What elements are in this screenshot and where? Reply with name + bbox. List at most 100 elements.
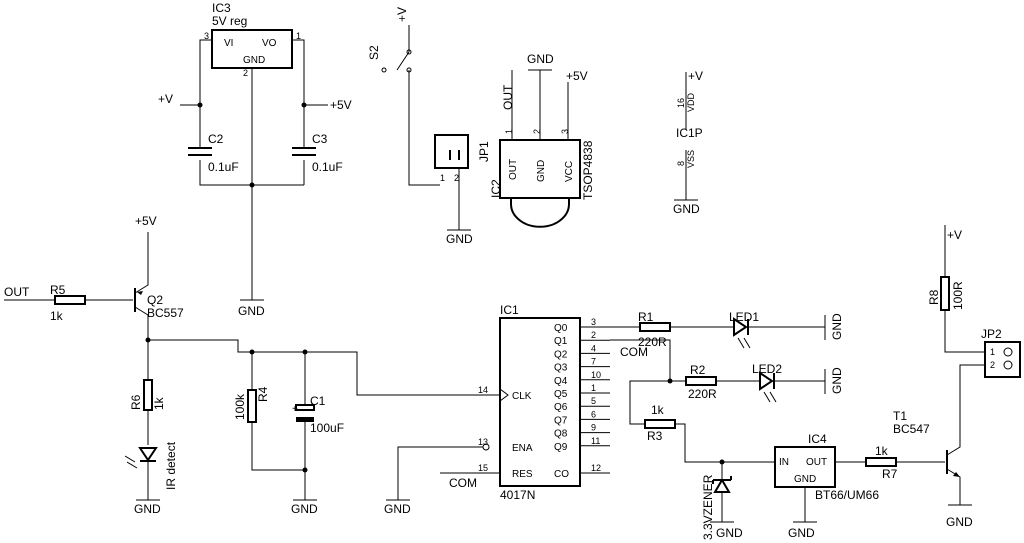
resistor-r6: R6 1k xyxy=(129,379,166,411)
resistor-r8: R8 100R xyxy=(927,276,965,311)
led2-ref: LED2 xyxy=(752,362,782,376)
ic1-ref: IC1 xyxy=(500,303,519,317)
ic1-pin-q0-label: Q0 xyxy=(554,323,568,334)
gnd-label-ic4: GND xyxy=(788,526,815,540)
resistor-r7: 1k R7 xyxy=(865,444,898,481)
gnd-label-led2: GND xyxy=(830,367,844,394)
r8-value: 100R xyxy=(951,281,965,310)
ir-detect-led: IR detect xyxy=(124,441,178,490)
ic1p-ref: IC1P xyxy=(676,126,703,140)
ic3-pin-gnd: GND xyxy=(243,55,265,66)
gnd-label-zener: GND xyxy=(716,526,743,540)
ic4-pin-gnd: GND xyxy=(794,474,816,485)
ic1-pin-co-label: CO xyxy=(554,469,569,480)
ic1-pin-q6-label: Q6 xyxy=(554,402,568,413)
ic4-pin-out: OUT xyxy=(806,457,827,468)
led2: LED2 xyxy=(752,362,782,403)
gnd-label-t1: GND xyxy=(946,515,973,529)
t1-ref: T1 xyxy=(893,409,907,423)
ic1-pin-q4-number: 10 xyxy=(591,370,601,380)
ic2-pin-gnd: GND xyxy=(536,160,547,182)
ic2-top-5v: +5V xyxy=(566,69,588,83)
capacitor-c1: + C1 100uF xyxy=(292,352,344,501)
ic2-out-net: OUT xyxy=(501,84,515,110)
r3-ref: R3 xyxy=(647,429,663,443)
c2-ref: C2 xyxy=(208,132,224,146)
jp1-ref: JP1 xyxy=(477,141,491,162)
res-com-net: COM xyxy=(449,476,477,490)
r7-value: 1k xyxy=(875,444,889,458)
r2-value: 220R xyxy=(688,387,717,401)
connector-jp2: 1 2 JP2 xyxy=(981,327,1021,378)
ic4-ref: IC4 xyxy=(808,432,827,446)
ic1p-power: +V 16 VDD IC1P 8 VSS GND xyxy=(673,69,703,216)
ic1-pin-res-number: 15 xyxy=(478,463,488,473)
ic4-pin-in: IN xyxy=(779,457,789,468)
c1-value: 100uF xyxy=(310,421,344,435)
t1-value: BC547 xyxy=(893,422,930,436)
ic1-pin-q2-label: Q2 xyxy=(554,349,568,360)
transistor-q2: Q2 BC557 xyxy=(134,232,184,340)
zener-label: 3.3VZENER xyxy=(701,474,715,540)
ic1-4017n: IC1 4017N Q03Q12Q24Q37Q410Q51Q65Q76Q89Q9… xyxy=(440,303,610,502)
ic1-pin-q5-label: Q5 xyxy=(554,389,568,400)
ic1-pin-ena-label: ENA xyxy=(512,443,533,454)
ir-led-label: IR detect xyxy=(164,441,178,490)
c3-ref: C3 xyxy=(312,132,328,146)
ic1-value: 4017N xyxy=(500,488,535,502)
ic1-pin-q0-number: 3 xyxy=(591,317,596,327)
gnd-label-c1: GND xyxy=(291,502,318,516)
s2-vplus: +V xyxy=(395,7,409,22)
jp1-pin2: 2 xyxy=(454,173,459,183)
ic2-ref: IC2 xyxy=(489,179,503,198)
ic1-pin-q7-number: 6 xyxy=(591,409,596,419)
resistor-r4: 100k R4 xyxy=(233,352,305,471)
ic3-pin-vi: VI xyxy=(224,38,233,49)
led1: LED1 xyxy=(729,310,759,349)
ic1-pin-q8-label: Q8 xyxy=(554,429,568,440)
c1-ref: C1 xyxy=(310,394,326,408)
ic1-pin-q5-number: 1 xyxy=(591,383,596,393)
r4-ref: R4 xyxy=(256,386,270,402)
ic1-pin-q4-label: Q4 xyxy=(554,376,568,387)
r1-ref: R1 xyxy=(638,310,654,324)
ic1-pin-clk-number: 14 xyxy=(478,385,488,395)
q2-supply-5v: +5V xyxy=(135,214,157,228)
r1-value: 220R xyxy=(638,335,667,349)
led1-ref: LED1 xyxy=(729,310,759,324)
resistor-r5: R5 1k xyxy=(50,283,86,323)
ic2-top-gnd: GND xyxy=(527,52,554,66)
ic1p-vss: VSS xyxy=(686,150,696,168)
s2-ref: S2 xyxy=(367,45,381,60)
transistor-t1: T1 BC547 xyxy=(893,409,961,505)
ic2-pin1: 1 xyxy=(504,129,514,134)
ic1p-pin16: 16 xyxy=(676,98,686,108)
gnd-label-irled: GND xyxy=(134,502,161,516)
ic3-ref: IC3 xyxy=(212,1,231,15)
r6-value: 1k xyxy=(152,396,166,410)
gnd-label-ena: GND xyxy=(384,502,411,516)
r8-supply-vplus: +V xyxy=(947,228,962,242)
r7-ref: R7 xyxy=(882,467,898,481)
zener-diode: 3.3VZENER GND xyxy=(701,462,743,540)
ic1-pin-q2-number: 4 xyxy=(591,343,596,353)
jp2-pin1: 1 xyxy=(990,347,995,357)
r5-ref: R5 xyxy=(50,283,66,297)
ic3-regulator: IC3 5V reg VI VO GND 3 1 2 xyxy=(204,1,301,78)
r3-value: 1k xyxy=(651,403,665,417)
ic3-pin1-num: 1 xyxy=(296,31,301,41)
ic3-pin3-num: 3 xyxy=(204,31,209,41)
gnd-label-led1: GND xyxy=(830,313,844,340)
connector-jp1: 1 2 JP1 GND xyxy=(434,134,491,246)
capacitor-c3: C3 0.1uF xyxy=(292,105,343,185)
ic1-pin-q3-label: Q3 xyxy=(554,363,568,374)
q2-value: BC557 xyxy=(147,306,184,320)
ic1-pin-ena-number: 13 xyxy=(478,437,488,447)
resistor-r3: 1k R3 xyxy=(644,403,676,443)
input-out-net: OUT xyxy=(4,285,30,299)
ic1p-pin8: 8 xyxy=(676,161,686,166)
ic2-tsop4838: GND +5V OUT 1 2 3 OUT GND VCC IC2 TSOP48… xyxy=(489,52,595,228)
